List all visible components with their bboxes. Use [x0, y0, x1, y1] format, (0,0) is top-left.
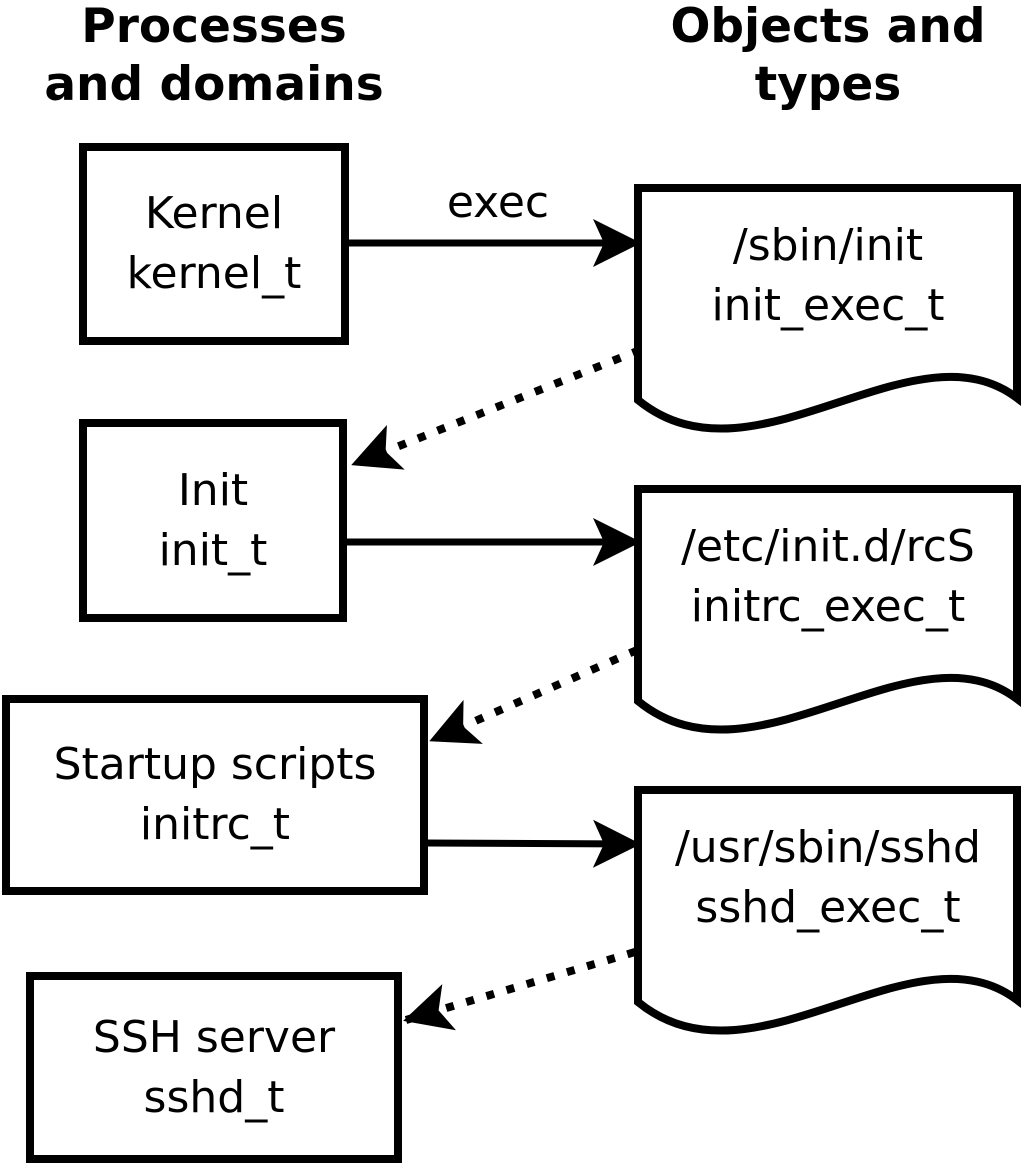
process-name: Kernel	[144, 188, 284, 239]
process-node-init: Init init_t	[79, 419, 347, 622]
object-path: /sbin/init	[732, 220, 924, 271]
process-name: SSH server	[92, 1011, 336, 1063]
column-header-processes: Processes and domains	[44, 0, 384, 112]
process-domain: sshd_t	[143, 1071, 285, 1123]
document-shape	[634, 184, 1021, 433]
arrow-transition-sshd-exec-to-sshd	[403, 948, 637, 1031]
document-shape	[634, 485, 1021, 734]
object-type: sshd_exec_t	[695, 882, 961, 933]
process-domain: initrc_t	[139, 799, 291, 850]
process-name: Startup scripts	[53, 739, 377, 790]
exec-arrow-label: exec	[446, 177, 550, 228]
object-node-usr-sbin-sshd: /usr/sbin/sshd sshd_exec_t	[633, 786, 1023, 1036]
object-type: init_exec_t	[711, 280, 945, 331]
process-domain: init_t	[158, 524, 268, 576]
process-domain: kernel_t	[126, 248, 302, 299]
process-node-startup-scripts: Startup scripts initrc_t	[2, 695, 428, 895]
object-type: initrc_exec_t	[690, 581, 966, 632]
arrow-transition-rcs-to-initrc	[429, 646, 639, 744]
object-path: /usr/sbin/sshd	[674, 822, 981, 873]
document-shape	[634, 786, 1021, 1035]
object-node-etc-initd-rcs: /etc/init.d/rcS initrc_exec_t	[633, 485, 1023, 735]
object-node-sbin-init: /sbin/init init_exec_t	[633, 184, 1023, 434]
object-path: /etc/init.d/rcS	[681, 521, 975, 572]
arrow-exec-initrc-to-usr-sbin-sshd	[423, 819, 641, 868]
process-name: Init	[177, 464, 249, 516]
arrow-transition-sbin-init-to-init	[351, 346, 642, 470]
column-header-objects: Objects and types	[670, 0, 986, 112]
process-node-ssh-server: SSH server sshd_t	[26, 972, 402, 1163]
